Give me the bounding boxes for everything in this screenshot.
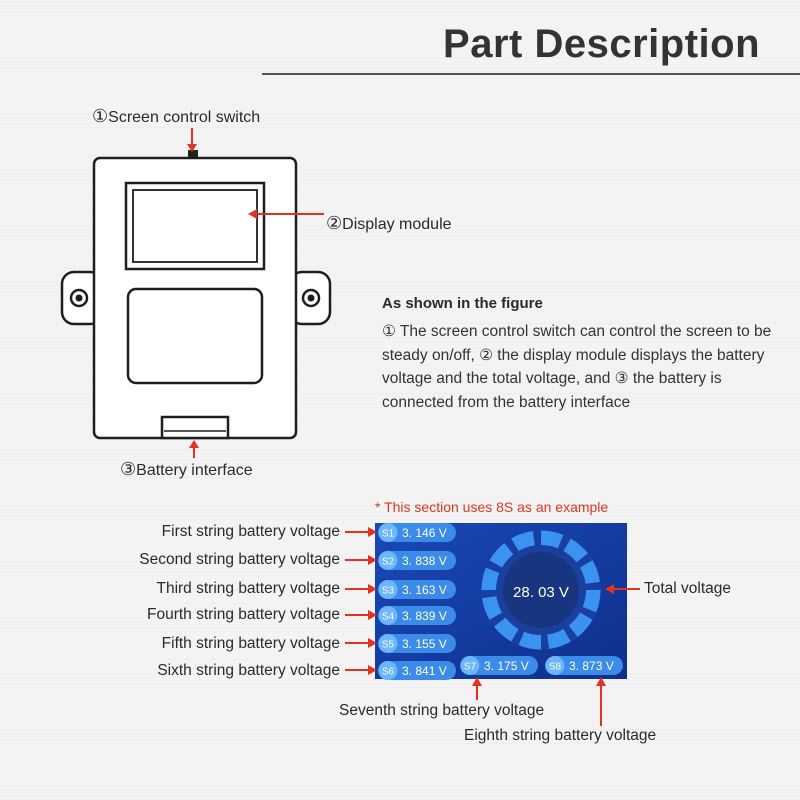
page-title: Part Description <box>443 22 760 66</box>
callout-text: Battery interface <box>136 462 253 479</box>
label-total-voltage: Total voltage <box>644 580 732 597</box>
callout-display-module: ②Display module <box>326 213 452 234</box>
string-voltage: 3. 841 V <box>402 664 447 678</box>
label-string-1: First string battery voltage <box>161 523 340 540</box>
label-string-7: Seventh string battery voltage <box>339 702 545 719</box>
callout-number: ③ <box>120 459 137 479</box>
string-voltage: 3. 146 V <box>402 526 447 540</box>
string-id: S2 <box>382 557 395 568</box>
description-body: ① The screen control switch can control … <box>382 323 772 411</box>
label-string-3: Third string battery voltage <box>156 580 340 597</box>
title-underline <box>262 73 800 75</box>
string-id: S7 <box>464 662 477 673</box>
string-pill-5: S5 3. 155 V <box>378 634 456 653</box>
string-voltage: 3. 175 V <box>484 659 529 673</box>
string-voltage: 3. 163 V <box>402 583 447 597</box>
callout-number: ② <box>326 213 343 233</box>
label-string-5: Fifth string battery voltage <box>161 635 340 652</box>
callout-number: ① <box>92 106 109 126</box>
string-pill-7: S7 3. 175 V <box>460 656 538 675</box>
string-voltage-pills: S1 3. 146 V S2 3. 838 V S3 3. 163 V S4 3. 839 V… <box>378 523 623 680</box>
string-id: S5 <box>382 640 395 651</box>
battery-connector <box>160 415 230 440</box>
string-pill-3: S3 3. 163 V <box>378 580 456 599</box>
string-pill-8: S8 3. 873 V <box>545 656 623 675</box>
left-mount-hole <box>69 288 89 308</box>
string-id: S6 <box>382 667 395 678</box>
description-heading: As shown in the figure <box>382 295 543 312</box>
string-voltage: 3. 839 V <box>402 609 447 623</box>
string-voltage: 3. 838 V <box>402 554 447 568</box>
string-voltage: 3. 873 V <box>569 659 614 673</box>
string-id: S3 <box>382 586 395 597</box>
string-id: S4 <box>382 612 395 623</box>
lower-panel <box>126 287 264 385</box>
string-pill-4: S4 3. 839 V <box>378 606 456 625</box>
label-string-8: Eighth string battery voltage <box>464 727 657 744</box>
string-pill-6: S6 3. 841 V <box>378 661 456 680</box>
total-voltage-value: 28. 03 V <box>513 584 569 601</box>
string-id: S8 <box>549 662 562 673</box>
callout-battery-interface: ③Battery interface <box>120 459 253 480</box>
right-mount-hole <box>301 288 321 308</box>
callout-text: Screen control switch <box>108 109 261 126</box>
string-voltage: 3. 155 V <box>402 637 447 651</box>
callout-screen-switch: ①Screen control switch <box>92 106 260 127</box>
string-pill-1: S1 3. 146 V <box>378 523 456 542</box>
string-arrows <box>345 527 640 726</box>
switch-nub <box>188 150 198 158</box>
example-note: * This section uses 8S as an example <box>375 499 609 515</box>
callout-text: Display module <box>342 216 452 233</box>
label-string-4: Fourth string battery voltage <box>147 606 340 623</box>
label-string-2: Second string battery voltage <box>139 551 340 568</box>
label-string-6: Sixth string battery voltage <box>157 662 340 679</box>
string-pill-2: S2 3. 838 V <box>378 551 456 570</box>
total-voltage-ring <box>481 530 601 650</box>
string-id: S1 <box>382 529 395 540</box>
